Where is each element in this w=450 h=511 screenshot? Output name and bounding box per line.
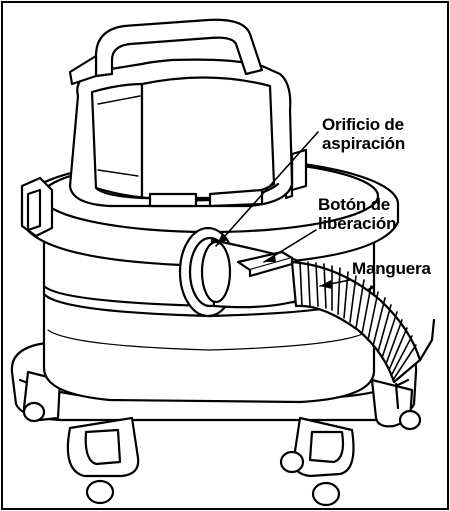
- label-release-button-line1: Botón de: [318, 195, 391, 214]
- label-suction-port-line2: aspiración: [322, 134, 406, 153]
- hose: [290, 260, 436, 410]
- label-release-button: Botón de liberación: [318, 195, 397, 233]
- label-suction-port-line1: Orificio de: [322, 115, 404, 134]
- label-release-button-line2: liberación: [318, 214, 397, 233]
- motor-head: [68, 18, 294, 208]
- label-hose: Manguera: [352, 259, 431, 278]
- label-suction-port: Orificio de aspiración: [322, 115, 405, 153]
